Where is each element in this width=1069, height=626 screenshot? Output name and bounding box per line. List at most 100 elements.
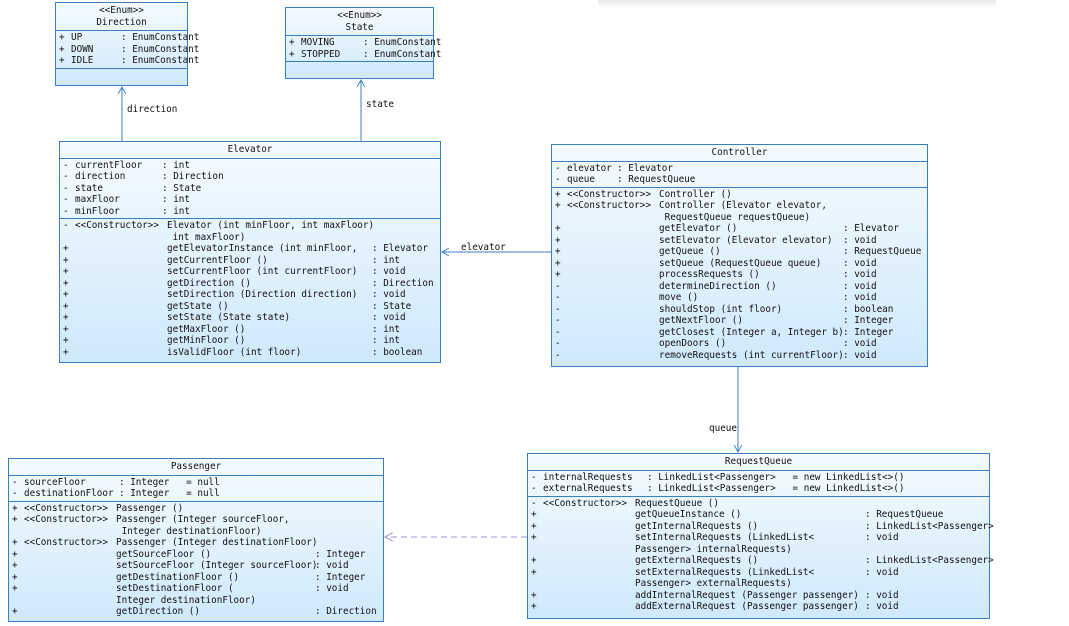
operation-signature: addInternalRequest (Passenger passenger) [635, 589, 859, 601]
visibility: + [531, 509, 537, 520]
operation-signature: removeRequests (int currentFloor) [659, 349, 844, 361]
class-state[interactable]: <<Enum>> State +MOVING: EnumConstant+STO… [285, 7, 441, 79]
return-type: : RequestQueue [843, 246, 922, 257]
attribute-name: STOPPED [301, 48, 341, 60]
visibility: - [555, 174, 561, 185]
operation-row: -getClosest (Integer a, Integer b): Inte… [555, 327, 924, 339]
return-type: : Integer [315, 571, 366, 583]
return-type: : LinkedList<Passenger> [865, 555, 994, 566]
class-requestqueue[interactable]: RequestQueue -internalRequests: LinkedLi… [527, 453, 994, 619]
attributes: -sourceFloor: Integer = null-destination… [9, 476, 383, 502]
visibility: + [59, 32, 65, 43]
stereotype: <<Constructor>> [75, 220, 159, 231]
stereotype: <<Constructor>> [24, 514, 108, 525]
operation-signature: getClosest (Integer a, Integer b) [659, 326, 844, 338]
return-type: : Direction [372, 277, 434, 289]
operation-signature: setDirection (Direction direction) [167, 289, 358, 300]
attribute-row: -maxFloor: int [63, 194, 437, 206]
attribute-row: -queue: RequestQueue [555, 174, 924, 186]
label-queue: queue [709, 423, 737, 434]
visibility: - [555, 303, 561, 315]
operation-signature: getSourceFloor () [116, 548, 212, 560]
visibility: + [531, 532, 537, 543]
visibility: - [531, 471, 537, 483]
visibility: - [555, 338, 561, 349]
class-header: Controller [552, 145, 927, 162]
visibility: - [63, 205, 69, 217]
attribute-row: -direction: Direction [63, 171, 437, 183]
operation-row: -openDoors (): void [555, 338, 924, 350]
attribute-row: -state: State [63, 183, 437, 195]
operation-signature: shouldStop (int floor) [659, 303, 783, 315]
visibility: - [555, 292, 561, 303]
return-type: : boolean [843, 303, 894, 315]
operation-signature: getQueueInstance () [635, 509, 742, 520]
class-direction[interactable]: <<Enum>> Direction +UP: EnumConstant+DOW… [55, 2, 199, 86]
operation-row: +getDirection (): Direction [63, 278, 437, 290]
operation-signature: RequestQueue () [635, 497, 719, 509]
class-passenger[interactable]: Passenger -sourceFloor: Integer = null-d… [8, 458, 384, 622]
return-type: : void [865, 601, 899, 612]
visibility: + [12, 606, 18, 617]
operation-row: +addExternalRequest (Passenger passenger… [531, 601, 986, 613]
visibility: - [555, 349, 561, 361]
stereotype: <<Constructor>> [567, 200, 651, 211]
attribute-row: +DOWN: EnumConstant [59, 43, 199, 56]
visibility: - [63, 194, 69, 205]
stereotype: <<Constructor>> [24, 537, 108, 548]
operation-signature: determineDirection () [659, 280, 777, 292]
operation-row: +isValidFloor (int floor): boolean [63, 347, 437, 359]
operation-signature: getElevator () [659, 223, 738, 234]
class-controller[interactable]: Controller -elevator: Elevator-queue: Re… [551, 144, 928, 367]
return-type: : Direction [315, 606, 377, 617]
attribute-row: +MOVING: EnumConstant [289, 37, 441, 49]
operation-row: +<<Constructor>>Passenger (Integer sourc… [12, 514, 380, 526]
attribute-row: -externalRequests: LinkedList<Passenger>… [531, 483, 986, 495]
operation-row: +setDestinationFloor (: void [12, 583, 380, 595]
stereotype: <<Constructor>> [543, 497, 627, 509]
visibility: + [555, 257, 561, 269]
return-type: : void [865, 566, 899, 578]
visibility: + [12, 537, 18, 548]
operation-signature: getExternalRequests () [635, 555, 759, 566]
class-header: Elevator [60, 142, 440, 159]
operation-signature: setExternalRequests (LinkedList< [635, 566, 815, 578]
attributes: +MOVING: EnumConstant+STOPPED: EnumConst… [286, 36, 441, 62]
attribute-name: direction [75, 171, 126, 182]
return-type: : Elevator [843, 223, 899, 234]
visibility: + [12, 560, 18, 571]
visibility: + [289, 37, 295, 48]
attribute-type: : EnumConstant [121, 32, 200, 43]
operation-row: - shouldStop (int floor) : boolean [555, 304, 924, 316]
return-type: : boolean [372, 346, 423, 358]
attribute-row: -sourceFloor: Integer = null [12, 477, 380, 489]
operation-signature: isValidFloor (int floor) [167, 346, 302, 358]
operation-row: +setState (State state): void [63, 312, 437, 324]
operation-signature: addExternalRequest (Passenger passenger) [635, 601, 859, 612]
visibility: + [289, 48, 295, 60]
operation-row: +getExternalRequests (): LinkedList<Pass… [531, 555, 994, 567]
visibility: - [12, 476, 18, 488]
class-name: RequestQueue [724, 456, 793, 467]
return-type: : State [372, 300, 412, 312]
visibility: - [555, 280, 561, 292]
class-header: Passenger [9, 459, 383, 476]
attribute-name: IDLE [71, 55, 94, 66]
attribute-name: DOWN [71, 43, 94, 55]
attribute-row: +UP: EnumConstant [59, 32, 199, 44]
attribute-type: : Elevator [617, 162, 673, 174]
return-type: : int [372, 323, 400, 335]
visibility: - [63, 220, 69, 231]
visibility: + [63, 312, 69, 323]
operation-row: +getQueue (): RequestQueue [555, 246, 924, 258]
stereotype: <<Enum>> [337, 10, 382, 21]
visibility: - [63, 159, 69, 171]
class-elevator[interactable]: Elevator -currentFloor: int-direction: D… [59, 141, 441, 363]
operation-signature: int maxFloor) [167, 231, 246, 243]
operation-signature: getDirection () [116, 606, 200, 617]
visibility: + [12, 548, 18, 560]
operation-row: +<<Constructor>>Controller () [555, 189, 924, 201]
operation-row: +setInternalRequests (LinkedList<: void [531, 532, 986, 544]
attribute-type: : EnumConstant [121, 43, 200, 55]
operation-signature: getElevatorInstance (int minFloor, [167, 243, 358, 254]
